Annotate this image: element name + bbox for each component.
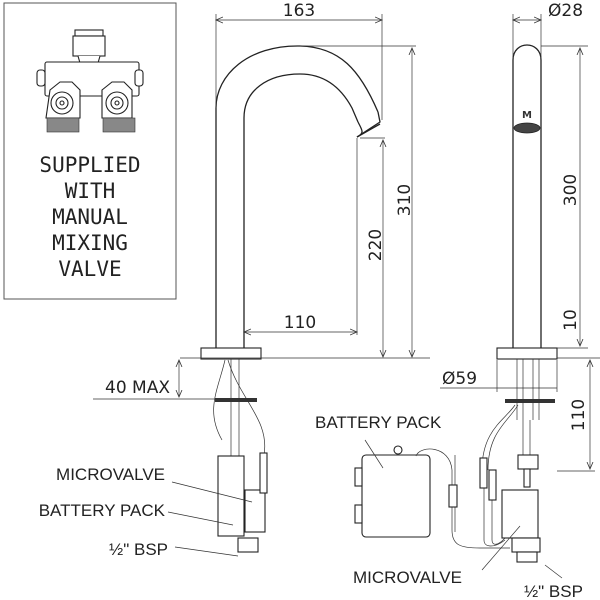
dim-base-diameter: Ø59 [442, 369, 477, 389]
note-line: SUPPLIED [39, 153, 140, 177]
note-box: SUPPLIED WITH MANUAL MIXING VALVE [3, 2, 177, 300]
note-line: MANUAL [52, 205, 128, 229]
aerator-icon [513, 122, 541, 134]
front-spout-outline [512, 44, 542, 350]
spout-outline [215, 45, 381, 350]
note-line: MIXING [52, 231, 128, 255]
label-microvalve-front: MICROVALVE [353, 568, 462, 587]
dim-spout-height: 220 [366, 229, 386, 261]
dim-shank-length: 110 [569, 399, 589, 431]
note-line: VALVE [58, 257, 121, 281]
side-microvalve-body [217, 455, 245, 537]
dim-width: 163 [283, 1, 315, 21]
dim-max-deck: 40 MAX [105, 378, 170, 398]
label-bsp-side: ½" BSP [109, 540, 168, 559]
dim-reach: 110 [284, 313, 316, 333]
note-line: WITH [65, 179, 116, 203]
front-backnut [505, 399, 555, 403]
dim-diameter-top: Ø28 [548, 1, 583, 21]
label-battery-pack-front: BATTERY PACK [315, 413, 442, 432]
dim-front-height: 300 [561, 174, 581, 206]
label-bsp-front: ½" BSP [524, 582, 583, 600]
front-base-plate [496, 347, 558, 360]
front-view: M Ø28 300 10 Ø59 110 [315, 1, 600, 600]
battery-pack-icon [354, 445, 431, 538]
dim-total-height: 310 [395, 184, 415, 216]
side-backnut [215, 398, 257, 402]
brand-logo-icon: M [522, 110, 532, 121]
label-battery-pack-side: BATTERY PACK [39, 501, 166, 520]
dim-base-height: 10 [561, 309, 581, 331]
side-base-plate [200, 347, 262, 360]
label-microvalve-side: MICROVALVE [56, 465, 165, 484]
front-microvalve-body [501, 489, 539, 539]
side-view: 163 310 220 110 40 MAX MICROVALVE BA [39, 1, 430, 559]
mixing-valve-icon [36, 29, 144, 133]
